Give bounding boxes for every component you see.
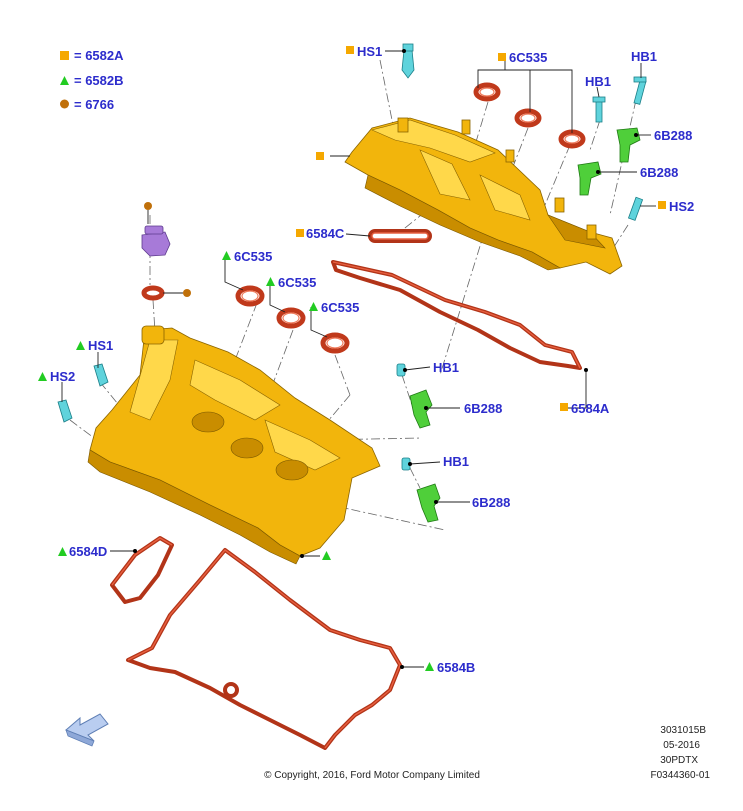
label-hs1-left: HS1 (88, 338, 113, 353)
label-6b288-top-a: 6B288 (654, 128, 692, 143)
label-6584a: 6584A (571, 401, 610, 416)
label-hs2-top: HS2 (669, 199, 694, 214)
label-6584d: 6584D (69, 544, 107, 559)
footer-code-4: F0344360-01 (651, 770, 711, 781)
callout-leaders (61, 50, 656, 668)
label-6584b: 6584B (437, 660, 475, 675)
sensor-6b288-mid-a (409, 389, 433, 429)
lower-valve-cover (87, 325, 381, 565)
footer-code-3: 30PDTX (660, 755, 698, 766)
oil-filler-cap (141, 202, 191, 301)
upper-valve-cover (344, 117, 623, 275)
legend: = 6582A = 6582B = 6766 (60, 48, 124, 112)
marker-triangle (266, 277, 275, 286)
label-6b288-mid-a: 6B288 (464, 401, 502, 416)
cap-marker-dot (144, 202, 152, 210)
marker-triangle (425, 662, 434, 671)
gasket-6584b (126, 548, 402, 750)
legend-text-6766: = 6766 (74, 97, 114, 112)
callout-labels: HS1 6C535 HB1 HB1 6B288 6B288 HS2 6584C … (50, 44, 694, 675)
marker-triangle (38, 372, 47, 381)
hs2-top-sensor (627, 196, 644, 221)
sensor-6b288-top-a (616, 127, 641, 163)
marker-triangle (58, 547, 67, 556)
marker-triangle (309, 302, 318, 311)
marker-square (560, 403, 568, 411)
marker-square (498, 53, 506, 61)
callout-dots (133, 49, 638, 669)
label-6b288-top-b: 6B288 (640, 165, 678, 180)
label-hs1-top: HS1 (357, 44, 382, 59)
callout-markers (38, 46, 666, 671)
seal-marker-dot (183, 289, 191, 297)
legend-square-marker (60, 51, 69, 60)
seals-top-6c535 (473, 82, 586, 149)
marker-triangle (322, 551, 331, 560)
label-6c535-1: 6C535 (234, 249, 272, 264)
gasket-6584d (110, 536, 174, 604)
legend-circle-marker (60, 99, 69, 109)
label-hb1-top-b: HB1 (631, 49, 657, 64)
sensor-6b288-mid-b (416, 483, 441, 523)
hs2-left-sensor (57, 399, 73, 423)
label-hb1-mid-a: HB1 (433, 360, 459, 375)
marker-square (296, 229, 304, 237)
hs1-left-sensor (93, 363, 109, 387)
label-6584c: 6584C (306, 226, 345, 241)
marker-square (346, 46, 354, 54)
hb1-bolt-top-a (592, 96, 606, 123)
label-6c535-2: 6C535 (278, 275, 316, 290)
footer-code-1: 3031015B (660, 725, 706, 736)
legend-text-6582b: = 6582B (74, 73, 124, 88)
seals-lower-6c535 (235, 285, 350, 354)
legend-triangle-marker (60, 76, 69, 85)
label-hs2-left: HS2 (50, 369, 75, 384)
legend-text-6582a: = 6582A (74, 48, 124, 63)
footer: © Copyright, 2016, Ford Motor Company Li… (264, 725, 710, 781)
gasket-6584a (331, 260, 582, 370)
marker-triangle (76, 341, 85, 350)
hb1-bolt-top-b (633, 76, 647, 105)
marker-triangle (222, 251, 231, 260)
label-hb1-mid-b: HB1 (443, 454, 469, 469)
label-6c535-3: 6C535 (321, 300, 359, 315)
copyright-text: © Copyright, 2016, Ford Motor Company Li… (264, 770, 480, 781)
gasket-6584c (368, 229, 432, 243)
front-direction-arrow-icon (65, 713, 109, 747)
label-6b288-mid-b: 6B288 (472, 495, 510, 510)
marker-square (658, 201, 666, 209)
footer-code-2: 05-2016 (663, 740, 700, 751)
marker-square (316, 152, 324, 160)
sensor-6b288-top-b (577, 161, 602, 196)
label-hb1-top-a: HB1 (585, 74, 611, 89)
hs1-top-sensor (401, 43, 415, 79)
label-6c535-top: 6C535 (509, 50, 547, 65)
